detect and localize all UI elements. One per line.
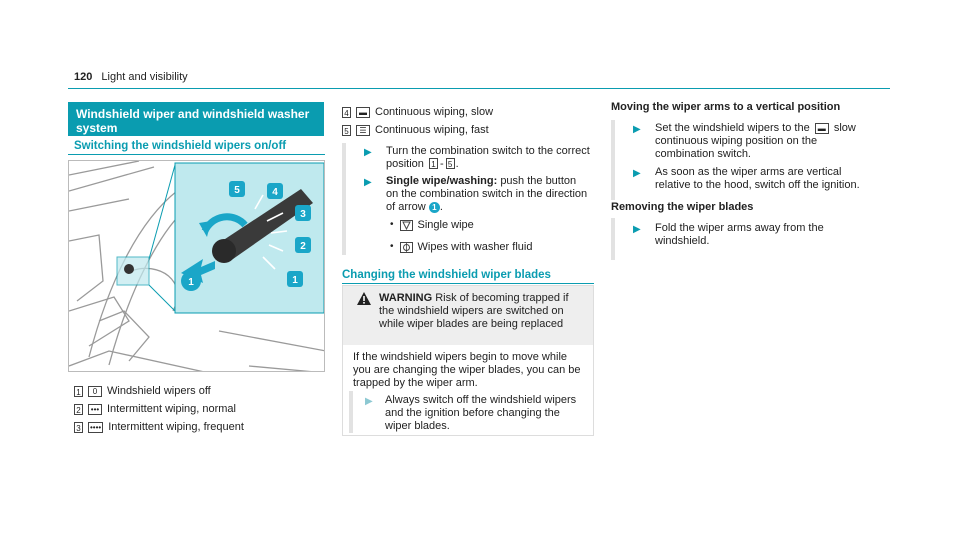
item-text: Windshield wipers off	[107, 385, 211, 397]
item-text: Intermittent wiping, frequent	[108, 421, 244, 433]
step-turn-switch: Turn the combination switch to the corre…	[386, 145, 591, 171]
washer-icon	[399, 241, 413, 253]
position-list-middle: 4 ▬ Continuous wiping, slow 5 ☰ Continuo…	[342, 105, 493, 137]
push-arrow	[181, 259, 215, 283]
item-text: Single wipe	[417, 219, 474, 231]
section-title: Light and visibility	[101, 71, 188, 83]
callout-5	[229, 181, 245, 197]
steps-sidebar	[342, 143, 346, 255]
intermittent-frequent-symbol: ••••	[88, 421, 104, 433]
step-single-wipe: Single wipe/washing: push the button on …	[386, 175, 591, 214]
callout-2	[295, 237, 311, 253]
single-wipe-icon	[399, 219, 413, 231]
steps-sidebar	[611, 218, 615, 260]
step-arrow-icon: ▶	[633, 224, 641, 235]
warning-step-bar	[349, 391, 353, 433]
step-switch-off-ignition: As soon as the wiper arms are vertical r…	[655, 166, 860, 191]
item-text: Continuous wiping, slow	[375, 106, 494, 118]
subsection-title: Changing the windshield wiper blades	[342, 269, 551, 281]
step-fold-arms: Fold the wiper arms away from the windsh…	[655, 222, 824, 247]
warning-triangle-icon	[357, 292, 371, 305]
header-rule	[68, 88, 890, 89]
list-item: 5 ☰ Continuous wiping, fast	[342, 123, 493, 137]
list-item: 2 ••• Intermittent wiping, normal	[74, 402, 244, 416]
rotation-arrowhead	[199, 221, 211, 237]
heading-remove-blades: Removing the wiper blades	[611, 201, 754, 213]
subsection-rule	[68, 154, 325, 155]
position-ticks	[254, 194, 288, 270]
range-end-badge: 5	[445, 158, 455, 169]
warning-label: WARNING	[379, 292, 433, 304]
step-text: Set the windshield wipers to the	[655, 122, 810, 134]
switch-stalk-small	[124, 264, 134, 274]
item-number: 4	[342, 106, 351, 118]
list-item: 4 ▬ Continuous wiping, slow	[342, 105, 493, 119]
arrow-callout-1	[181, 271, 201, 291]
step-arrow-icon: ▶	[364, 147, 372, 158]
range-separator: -	[439, 158, 444, 170]
step-arrow-icon: ▶	[633, 168, 641, 179]
step-text: slow continuous wiping position on the c…	[655, 122, 856, 160]
step-text: Turn the combination switch to the corre…	[386, 145, 590, 170]
arrow-badge: 1	[428, 202, 440, 213]
switch-knob	[212, 239, 236, 263]
item-number: 1	[74, 385, 83, 397]
steps-sidebar	[611, 120, 615, 200]
position-list-left: 1 0 Windshield wipers off 2 ••• Intermit…	[74, 384, 244, 434]
wipe-options-list: • Single wipe • Wipes with washer fluid	[390, 218, 532, 254]
continuous-slow-symbol: ▬	[814, 123, 829, 134]
page-number: 120	[74, 71, 93, 83]
step-end: .	[455, 158, 459, 170]
callout-2-label: 2	[300, 241, 306, 252]
callout-1	[287, 271, 303, 287]
subsection-rule	[342, 283, 594, 284]
heading-vertical-position: Moving the wiper arms to a vertical posi…	[611, 101, 841, 113]
item-number: 2	[74, 403, 83, 415]
item-text: Intermittent wiping, normal	[107, 403, 236, 415]
list-item: 3 •••• Intermittent wiping, frequent	[74, 420, 244, 434]
page-header: 120 Light and visibility	[74, 71, 188, 83]
step-bold-label: Single wipe/washing:	[386, 175, 498, 187]
step-arrow-icon: ▶	[365, 396, 373, 407]
step-text: push the button on the combination switc…	[386, 175, 588, 213]
zoom-line-bottom	[148, 284, 176, 312]
callout-5-label: 5	[234, 185, 240, 196]
continuous-fast-symbol: ☰	[356, 124, 370, 136]
callout-3	[295, 205, 311, 221]
item-number: 3	[74, 421, 83, 433]
callout-4	[267, 183, 283, 199]
callout-4-label: 4	[272, 187, 278, 198]
wiper-switch-illustration: 5 4 3 2 1 1	[69, 161, 324, 371]
step-set-slow: Set the windshield wipers to the ▬ slow …	[655, 122, 865, 161]
range-start-badge: 1	[428, 158, 438, 169]
step-end: .	[439, 201, 443, 213]
callout-3-label: 3	[300, 209, 306, 220]
warning-header: WARNING Risk of becoming trapped if the …	[343, 286, 593, 345]
arrow-callout-1-label: 1	[188, 277, 194, 288]
wiper-off-symbol: 0	[88, 385, 102, 397]
warning-lead: Risk of becoming trapped if the windshie…	[379, 292, 569, 330]
warning-body: If the windshield wipers begin to move w…	[343, 345, 593, 396]
combination-switch	[219, 189, 313, 259]
step-arrow-icon: ▶	[633, 124, 641, 135]
subsection-title: Switching the windshield wipers on/off	[74, 140, 287, 152]
list-item: 1 0 Windshield wipers off	[74, 384, 244, 398]
bullet: •	[390, 219, 394, 230]
bullet: •	[390, 241, 394, 252]
wiper-switch-figure: 5 4 3 2 1 1	[68, 160, 325, 372]
list-item: • Single wipe	[390, 218, 532, 232]
warning-step: Always switch off the windshield wipers …	[385, 394, 577, 432]
list-item: • Wipes with washer fluid	[390, 240, 532, 254]
intermittent-normal-symbol: •••	[88, 403, 102, 415]
warning-text: If the windshield wipers begin to move w…	[353, 351, 581, 389]
step-arrow-icon: ▶	[364, 177, 372, 188]
item-text: Wipes with washer fluid	[417, 241, 533, 253]
zoom-line-top	[148, 164, 176, 260]
callout-1-label: 1	[292, 275, 298, 286]
warning-box: WARNING Risk of becoming trapped if the …	[342, 285, 594, 436]
continuous-slow-symbol: ▬	[356, 106, 370, 118]
item-number: 5	[342, 124, 351, 136]
item-text: Continuous wiping, fast	[375, 124, 489, 136]
section-banner: Windshield wiper and windshield washer s…	[68, 102, 324, 136]
